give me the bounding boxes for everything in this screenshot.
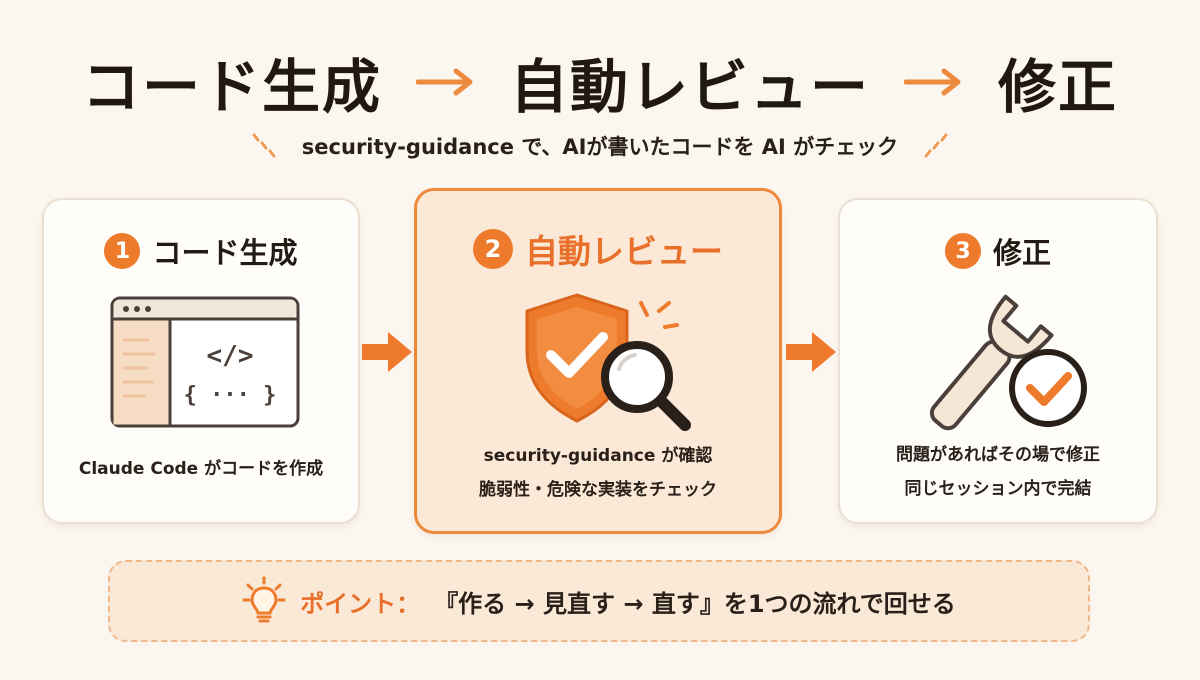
- wrench-check-icon: [929, 294, 1087, 431]
- title-step-3: 修正: [998, 53, 1119, 121]
- card-description-line: 同じセッション内で完結: [904, 479, 1092, 499]
- card-description-line: security-guidance が確認: [483, 446, 713, 466]
- card-title: 自動レビュー: [525, 232, 723, 271]
- main-title: コード生成 自動レビュー 修正: [0, 42, 1200, 122]
- flow-arrow-icon: [786, 332, 836, 372]
- point-label: ポイント：: [300, 589, 421, 618]
- code-braces-glyph: { ··· }: [184, 383, 277, 408]
- title-step-2: 自動レビュー: [509, 53, 870, 121]
- code-tag-glyph: </>: [207, 341, 254, 371]
- card-description: security-guidance が確認 脆弱性・危険な実装をチェック: [417, 439, 779, 507]
- card-description-line: Claude Code がコードを作成: [78, 459, 324, 479]
- card-header: 1 コード生成: [44, 230, 358, 272]
- lightbulb-icon: [242, 576, 286, 623]
- step-number-badge: 2: [473, 229, 513, 269]
- card-description-line: 問題があればその場で修正: [896, 445, 1100, 465]
- step-card-fix: 3 修正 問題があればその場で修正 同じセッション内で完結: [838, 198, 1158, 524]
- code-window-icon: </> { ··· }: [110, 296, 300, 428]
- card-title: 修正: [992, 236, 1051, 270]
- dash-decoration-icon: [252, 133, 276, 158]
- title-step-1: コード生成: [81, 53, 382, 121]
- step-number-badge: 3: [944, 233, 981, 269]
- card-header: 2 自動レビュー: [417, 225, 779, 273]
- card-description: 問題があればその場で修正 同じセッション内で完結: [840, 438, 1156, 506]
- step-number-badge: 1: [104, 233, 141, 269]
- card-description-line: 脆弱性・危険な実装をチェック: [479, 480, 717, 500]
- step-card-code-generation: 1 コード生成 </> { ··· } Claude Code がコードを作成: [42, 198, 360, 524]
- flow-arrow-icon: [362, 332, 412, 372]
- subtitle: security-guidance で、AIが書いたコードを AI がチェック: [301, 135, 899, 159]
- dash-decoration-icon: [924, 133, 948, 158]
- card-title: コード生成: [152, 236, 298, 270]
- card-description: Claude Code がコードを作成: [44, 452, 358, 486]
- point-text: 『作る → 見直す → 直す』を1つの流れで回せる: [434, 589, 956, 618]
- step-card-auto-review: 2 自動レビュー security-guidance が確認 脆弱性・危険な実装…: [414, 188, 782, 534]
- card-header: 3 修正: [840, 230, 1156, 272]
- subtitle-row: security-guidance で、AIが書いたコードを AI がチェック: [0, 126, 1200, 166]
- shield-magnifier-icon: [525, 293, 691, 431]
- point-callout: ポイント： 『作る → 見直す → 直す』を1つの流れで回せる: [108, 560, 1090, 642]
- title-arrow-icon: [415, 68, 473, 96]
- title-arrow-icon: [904, 68, 961, 96]
